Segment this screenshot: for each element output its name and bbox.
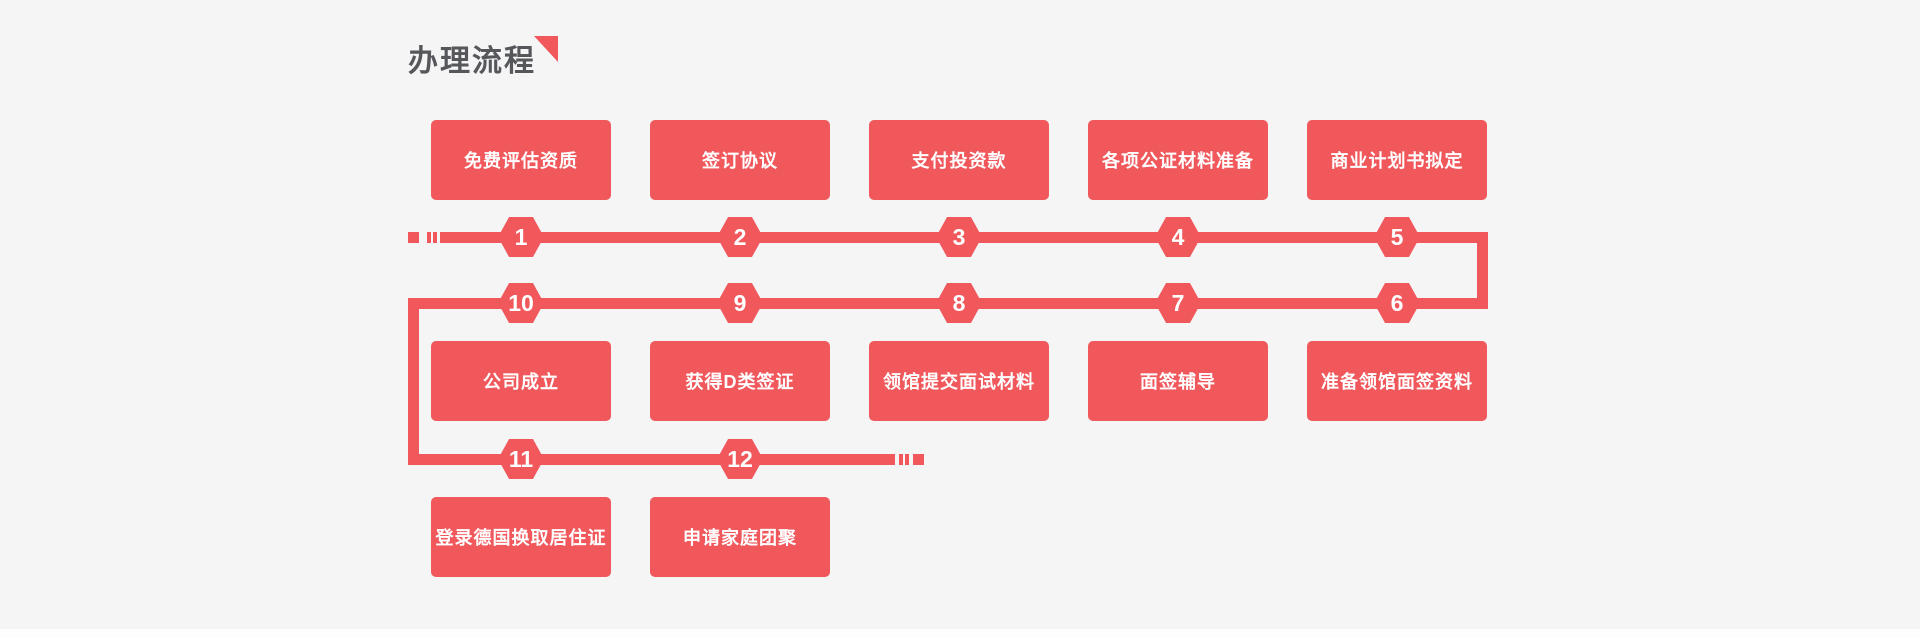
step-box-row-2: 公司成立 获得D类签证 领馆提交面试材料 面签辅导 准备领馆面签资料	[431, 341, 1487, 421]
step-box-10: 公司成立	[431, 341, 611, 421]
title-block: 办理流程	[408, 44, 536, 80]
step-number-hexagon-4: 4	[1155, 217, 1201, 257]
line-start-cap-square	[408, 232, 419, 243]
line-end-cap-dash	[899, 454, 903, 465]
step-box-8: 领馆提交面试材料	[869, 341, 1049, 421]
step-number-hexagon-8: 8	[936, 283, 982, 323]
step-box-4: 各项公证材料准备	[1088, 120, 1268, 200]
step-box-2: 签订协议	[650, 120, 830, 200]
step-number-hexagon-3: 3	[936, 217, 982, 257]
line-end-cap-dash	[905, 454, 909, 465]
step-box-11: 登录德国换取居住证	[431, 497, 611, 577]
step-number-hexagon-5: 5	[1374, 217, 1420, 257]
step-box-row-1: 免费评估资质 签订协议 支付投资款 各项公证材料准备 商业计划书拟定	[431, 120, 1487, 200]
step-box-5: 商业计划书拟定	[1307, 120, 1487, 200]
step-box-3: 支付投资款	[869, 120, 1049, 200]
flow-line-3	[408, 454, 895, 465]
step-number-hexagon-2: 2	[717, 217, 763, 257]
flow-connector-right	[1477, 232, 1488, 309]
corner-triangle-icon	[534, 36, 558, 62]
step-number-hexagon-12: 12	[717, 439, 763, 479]
page-title: 办理流程	[408, 45, 536, 78]
line-start-cap-dash	[427, 232, 431, 243]
step-number-hexagon-9: 9	[717, 283, 763, 323]
line-end-cap-square	[913, 454, 924, 465]
step-box-6: 准备领馆面签资料	[1307, 341, 1487, 421]
step-number-hexagon-10: 10	[498, 283, 544, 323]
step-box-7: 面签辅导	[1088, 341, 1268, 421]
step-number-hexagon-7: 7	[1155, 283, 1201, 323]
step-box-9: 获得D类签证	[650, 341, 830, 421]
flow-connector-left	[408, 298, 419, 465]
step-box-12: 申请家庭团聚	[650, 497, 830, 577]
step-number-hexagon-11: 11	[498, 439, 544, 479]
step-number-hexagon-6: 6	[1374, 283, 1420, 323]
step-box-row-3: 登录德国换取居住证 申请家庭团聚	[431, 497, 830, 577]
line-start-cap-dash	[433, 232, 437, 243]
bottom-divider-strip	[0, 629, 1920, 638]
step-number-hexagon-1: 1	[498, 217, 544, 257]
step-box-1: 免费评估资质	[431, 120, 611, 200]
